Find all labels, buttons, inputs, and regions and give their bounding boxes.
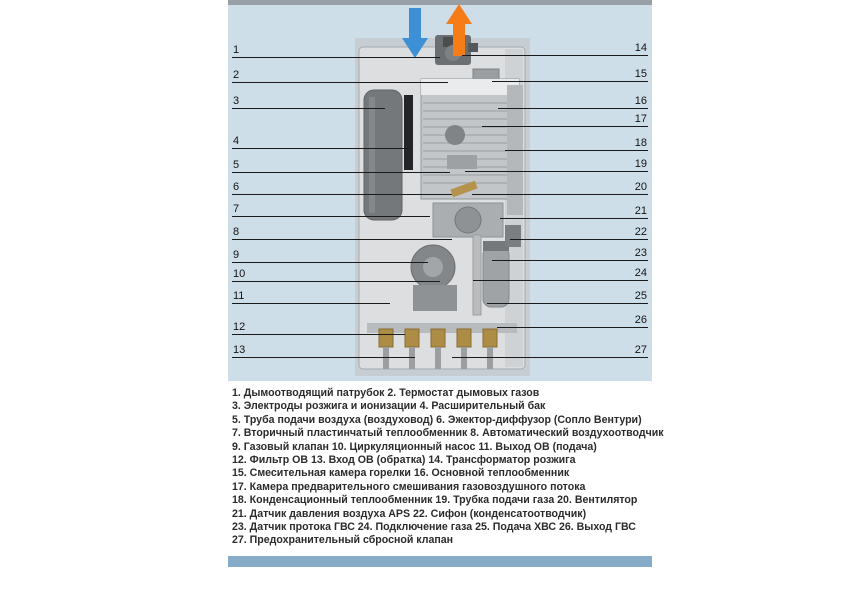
- callout-11: 11: [232, 291, 390, 304]
- callout-number-13: 13: [233, 344, 246, 356]
- callout-number-17: 17: [634, 113, 647, 125]
- legend-line: 1. Дымоотводящий патрубок 2. Термостат д…: [232, 387, 540, 399]
- air-duct-bracket: [404, 95, 413, 170]
- callout-number-9: 9: [233, 249, 240, 261]
- callout-6: 6: [232, 182, 452, 195]
- callout-number-14: 14: [634, 42, 647, 54]
- condensate-siphon: [482, 246, 510, 308]
- callout-3: 3: [232, 96, 385, 109]
- legend-line: 18. Конденсационный теплообменник 19. Тр…: [232, 494, 638, 507]
- main-heat-exchanger: [420, 78, 520, 200]
- callout-14: 14: [462, 43, 648, 56]
- callout-number-4: 4: [233, 135, 240, 147]
- hx-flange: [447, 155, 477, 169]
- callout-23: 23: [492, 248, 648, 261]
- legend-line: 9. Газовый клапан 10. Циркуляционный нас…: [232, 440, 597, 453]
- callout-number-7: 7: [233, 203, 240, 215]
- callout-8: 8: [232, 227, 452, 240]
- bottom-pipes: [383, 347, 493, 369]
- tank-highlight: [369, 97, 375, 213]
- callout-22: 22: [510, 227, 648, 240]
- air-pressure-switch: [505, 225, 521, 247]
- callout-number-3: 3: [233, 95, 240, 107]
- callout-number-26: 26: [634, 314, 647, 326]
- callout-number-12: 12: [233, 321, 246, 333]
- pump-cap: [423, 257, 443, 277]
- callout-number-24: 24: [634, 267, 647, 279]
- bottom-accent-bar: [228, 556, 652, 567]
- callout-number-20: 20: [634, 181, 647, 193]
- callout-25: 25: [487, 291, 648, 304]
- callout-2: 2: [232, 70, 448, 83]
- callout-26: 26: [497, 315, 648, 328]
- flue-thermostat: [468, 43, 478, 52]
- callout-number-21: 21: [634, 205, 647, 217]
- air-intake-arrow-icon: [402, 8, 428, 58]
- legend-line: 21. Датчик давления воздуха APS 22. Сифо…: [232, 507, 587, 520]
- callout-5: 5: [232, 160, 450, 173]
- exhaust-arrow-shape: [446, 4, 472, 56]
- callout-number-25: 25: [634, 290, 647, 302]
- callout-number-11: 11: [233, 290, 245, 302]
- callout-19: 19: [465, 159, 648, 172]
- callout-13: 13: [232, 345, 415, 358]
- hx-top-band: [421, 79, 519, 95]
- callout-15: 15: [492, 69, 648, 82]
- callout-20: 20: [472, 182, 648, 195]
- venturi-nozzle: [450, 180, 478, 198]
- callout-24: 24: [473, 268, 648, 281]
- legend-line: 27. Предохранительный сбросной клапан: [232, 534, 454, 547]
- callout-number-15: 15: [634, 68, 647, 80]
- callout-number-2: 2: [233, 69, 240, 81]
- callout-number-10: 10: [233, 268, 246, 280]
- callout-number-16: 16: [634, 95, 647, 107]
- pump-body: [413, 285, 457, 311]
- callout-9: 9: [232, 250, 428, 263]
- callout-number-23: 23: [634, 247, 647, 259]
- callout-number-22: 22: [634, 226, 647, 238]
- legend-line: 7. Вторичный пластинчатый теплообменник …: [232, 427, 664, 440]
- callout-16: 16: [498, 96, 648, 109]
- legend-line: 23. Датчик протока ГВС 24. Подключение г…: [232, 521, 636, 534]
- legend-line: 17. Камера предварительного смешивания г…: [232, 480, 586, 493]
- callout-18: 18: [505, 138, 648, 151]
- air-intake-arrow-shape: [402, 8, 428, 58]
- callout-10: 10: [232, 269, 440, 282]
- callout-27: 27: [452, 345, 648, 358]
- callout-17: 17: [482, 114, 648, 127]
- callout-number-8: 8: [233, 226, 240, 238]
- gas-pipe: [472, 234, 482, 316]
- bottom-manifold: [367, 323, 517, 333]
- legend-line: 3. Электроды розжига и ионизации 4. Расш…: [232, 400, 546, 413]
- callout-number-1: 1: [233, 44, 240, 56]
- callout-number-18: 18: [634, 137, 647, 149]
- legend-line: 15. Смесительная камера горелки 16. Осно…: [232, 467, 570, 480]
- callout-4: 4: [232, 136, 410, 149]
- photo-top-edge: [228, 0, 652, 5]
- callout-number-27: 27: [634, 344, 647, 356]
- brass-valves: [378, 328, 498, 348]
- callout-number-19: 19: [634, 158, 647, 170]
- callout-7: 7: [232, 204, 430, 217]
- callout-number-6: 6: [233, 181, 240, 193]
- exhaust-arrow-icon: [446, 4, 472, 56]
- siphon-cap: [483, 241, 509, 251]
- hx-sight-port: [445, 125, 465, 145]
- legend-line: 5. Труба подачи воздуха (воздуховод) 6. …: [232, 413, 642, 426]
- callout-1: 1: [232, 45, 440, 58]
- callout-21: 21: [500, 206, 648, 219]
- callout-12: 12: [232, 322, 405, 335]
- boiler-illustration: [355, 35, 530, 376]
- fan: [454, 206, 482, 234]
- legend-line: 12. Фильтр ОВ 13. Вход ОВ (обратка) 14. …: [232, 454, 576, 467]
- callout-number-5: 5: [233, 159, 240, 171]
- legend: 1. Дымоотводящий патрубок 2. Термостат д…: [232, 387, 664, 548]
